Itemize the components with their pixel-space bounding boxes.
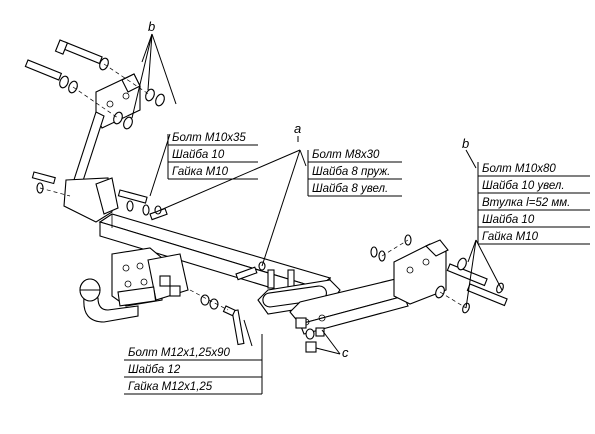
- right-bolts: [370, 234, 508, 314]
- label-a-2: Шайба 8 увел.: [312, 183, 388, 195]
- label-group-b-right: Болт M10x80 Шайба 10 увел. Втулка l=52 м…: [477, 162, 590, 245]
- a-group-bolts: [149, 205, 295, 289]
- label-b-left-0: Болт M10x35: [172, 132, 246, 144]
- callout-a: a: [294, 121, 301, 136]
- label-b-right-1: Шайба 10 увел.: [482, 180, 565, 192]
- callout-leaders: [131, 33, 503, 355]
- callout-b-left: b: [148, 19, 155, 34]
- center-plate: [111, 247, 189, 307]
- label-b-right-2: Втулка l=52 мм.: [482, 197, 570, 209]
- label-b-right-4: Гайка M10: [482, 231, 539, 243]
- tow-ball: [79, 278, 139, 323]
- label-group-b-left: Болт M10x35 Шайба 10 Гайка M10: [167, 132, 258, 180]
- label-b-left-1: Шайба 10: [172, 149, 225, 161]
- label-c-1: Шайба 12: [128, 364, 181, 376]
- label-b-right-0: Болт M10x80: [482, 163, 556, 175]
- label-c-2: Гайка M12x1,25: [128, 381, 213, 393]
- label-group-a: Болт M8x30 Шайба 8 пруж. Шайба 8 увел.: [307, 149, 402, 197]
- c-nuts: [295, 317, 325, 353]
- callout-b-right: b: [462, 136, 469, 151]
- callout-c: c: [342, 345, 349, 360]
- label-group-c: Болт M12x1,25x90 Шайба 12 Гайка M12x1,25: [124, 334, 263, 395]
- left-bolts: [24, 39, 165, 216]
- label-b-left-2: Гайка M10: [172, 166, 229, 178]
- label-c-0: Болт M12x1,25x90: [128, 347, 231, 359]
- left-upper-bracket: [63, 73, 141, 223]
- center-bolts: [159, 275, 245, 346]
- label-a-0: Болт M8x30: [312, 149, 380, 161]
- label-b-right-3: Шайба 10: [482, 214, 535, 226]
- label-a-1: Шайба 8 пруж.: [312, 166, 390, 178]
- right-bracket: [257, 239, 449, 335]
